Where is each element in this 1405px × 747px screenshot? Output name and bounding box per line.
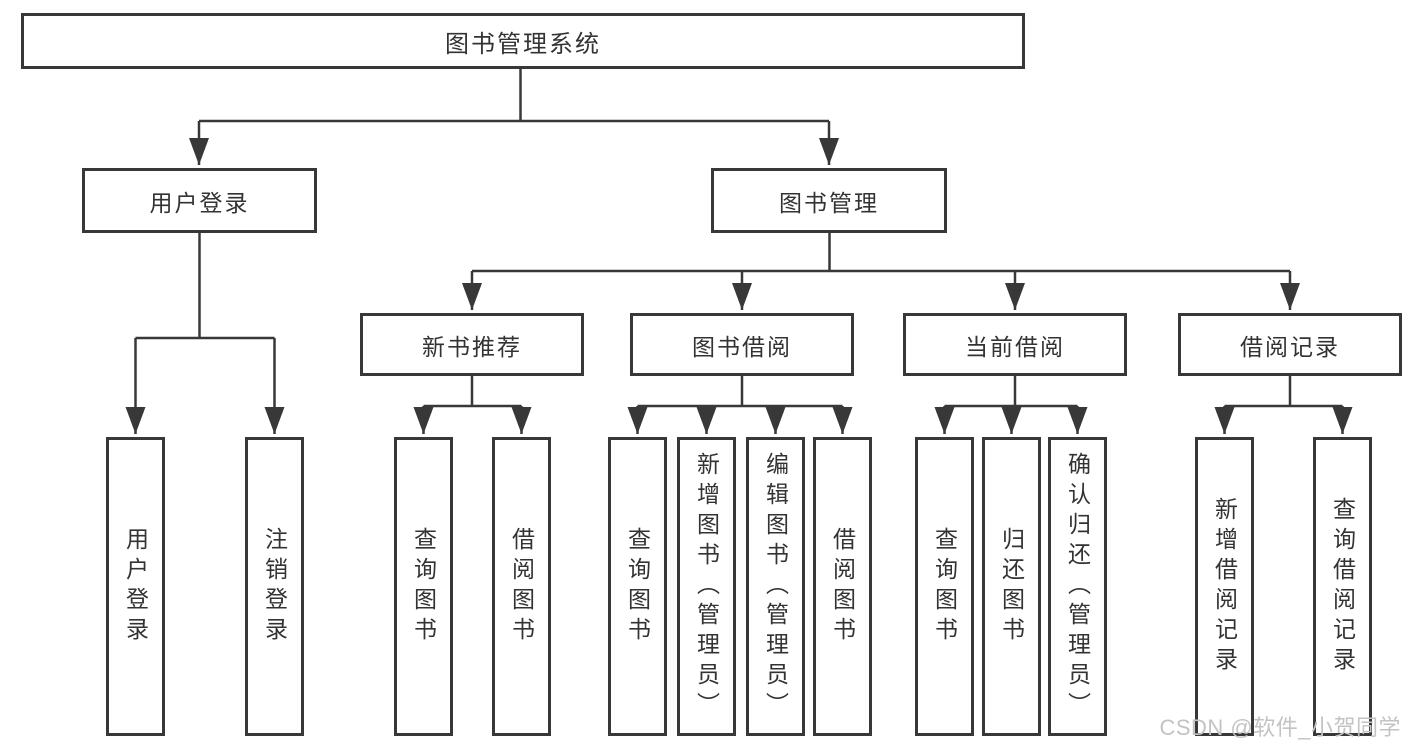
leaf-cb-query-book: 查询图书: [915, 437, 974, 736]
leaf-nr-borrow-book: 借阅图书: [492, 437, 551, 736]
leaf-cb-confirm-return: 确认归还（管理员）: [1048, 437, 1107, 736]
leaf-nr-query-book: 查询图书: [394, 437, 453, 736]
leaf-bb-add-book: 新增图书（管理员）: [677, 437, 736, 736]
node-new-book-rec: 新书推荐: [360, 313, 584, 376]
leaf-br-query-record: 查询借阅记录: [1313, 437, 1372, 736]
leaf-br-add-record: 新增借阅记录: [1195, 437, 1254, 736]
connector-user-login-split: [135, 233, 275, 340]
node-root-system: 图书管理系统: [21, 13, 1025, 69]
connector-borrow-record-split: [1224, 376, 1343, 408]
node-book-mgmt: 图书管理: [711, 168, 947, 233]
leaf-cb-return-book: 归还图书: [982, 437, 1041, 736]
leaf-logout: 注销登录: [245, 437, 304, 736]
leaf-user-login: 用户登录: [106, 437, 165, 736]
node-book-borrow: 图书借阅: [630, 313, 854, 376]
watermark: CSDN @软件_小贺同学: [1159, 715, 1401, 740]
node-user-login: 用户登录: [82, 168, 317, 233]
leaf-bb-query-book: 查询图书: [608, 437, 667, 736]
connector-book-borrow-split: [637, 376, 843, 408]
leaf-bb-edit-book: 编辑图书（管理员）: [746, 437, 805, 736]
node-borrow-record: 借阅记录: [1178, 313, 1402, 376]
connector-current-borrow-split: [944, 376, 1078, 408]
node-current-borrow: 当前借阅: [903, 313, 1127, 376]
connector-book-mgmt-split: [472, 233, 1290, 273]
leaf-bb-borrow-book: 借阅图书: [813, 437, 872, 736]
connector-new-book-rec-split: [423, 376, 522, 408]
connector-root-split: [199, 69, 829, 123]
